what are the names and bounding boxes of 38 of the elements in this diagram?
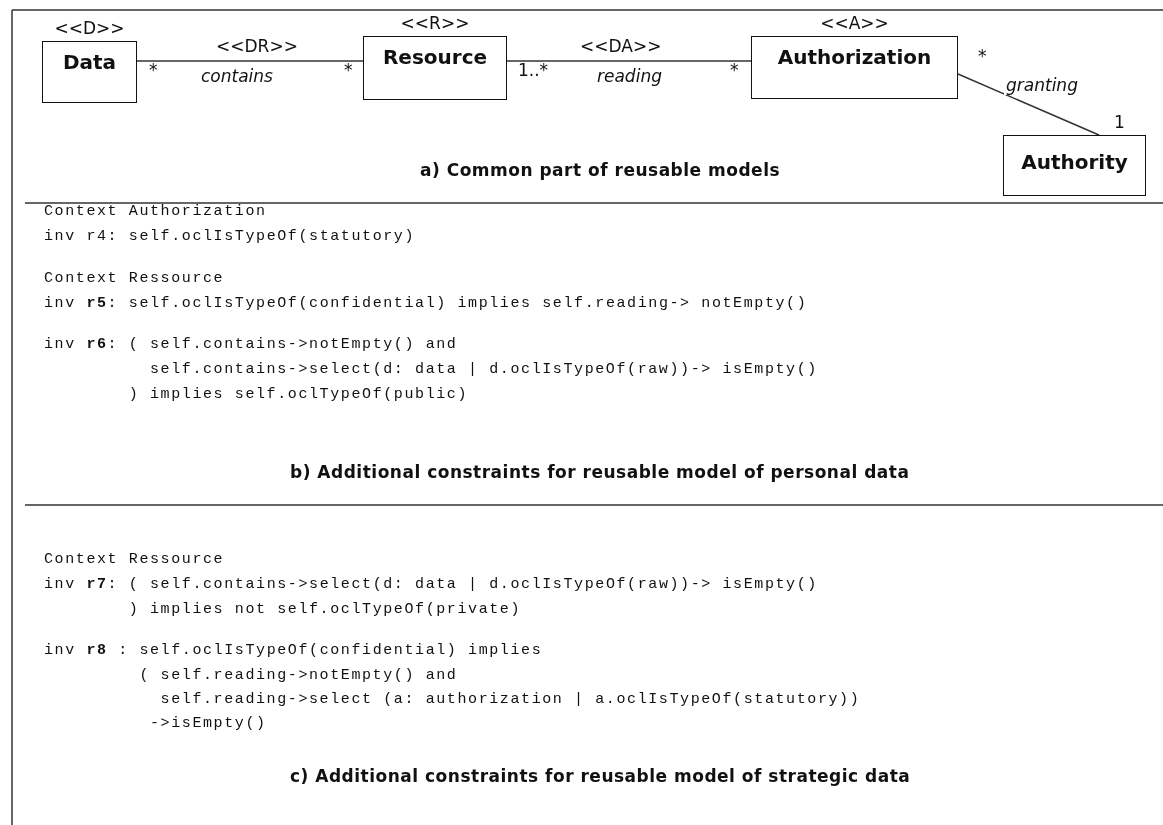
code-line: inv r6: ( self.contains->notEmpty() and	[44, 335, 458, 355]
multiplicity-label: *	[344, 60, 353, 80]
section-caption: a) Common part of reusable models	[420, 160, 781, 180]
code-line: self.reading->select (a: authorization | a.oclIsTypeOf(statutory))	[160, 690, 861, 710]
code-line: inv r7: ( self.contains->select(d: data | d.oclIsTypeOf(raw))-> isEmpty()	[44, 575, 818, 595]
code-line: ) implies self.oclTypeOf(public)	[128, 385, 469, 405]
code-line: ( self.reading->notEmpty() and	[139, 666, 458, 686]
stereotype-label: <<R>>	[399, 13, 471, 33]
code-line: Context Ressource	[44, 550, 225, 570]
class-name: Data	[61, 50, 118, 74]
stereotype-label: <<DR>>	[216, 36, 298, 56]
stereotype-label: <<D>>	[53, 18, 126, 38]
stereotype-label: <<A>>	[819, 13, 890, 33]
edge-label: reading	[595, 66, 664, 86]
code-line: self.contains->select(d: data | d.oclIsTypeOf(raw))-> isEmpty()	[150, 360, 818, 380]
stereotype-label: <<DA>>	[580, 36, 662, 56]
association-line	[136, 60, 364, 62]
multiplicity-label: *	[978, 46, 987, 66]
code-line: inv r4: self.oclIsTypeOf(statutory)	[44, 227, 416, 247]
association-line	[957, 73, 1100, 136]
section-caption: b) Additional constraints for reusable model of personal data	[290, 462, 910, 482]
code-line: Context Ressource	[44, 269, 225, 289]
class-name: Authorization	[776, 45, 933, 69]
class-name: Authority	[1020, 150, 1129, 174]
association-line	[506, 60, 752, 62]
code-line: Context Authorization	[44, 202, 267, 222]
multiplicity-label: 1..*	[518, 60, 549, 80]
multiplicity-label: *	[730, 60, 739, 80]
class-box	[1003, 135, 1146, 196]
code-line: inv r5: self.oclIsTypeOf(confidential) implies self.reading-> notEmpty()	[44, 294, 808, 314]
code-line: ) implies not self.oclTypeOf(private)	[128, 600, 522, 620]
code-line: inv r8 : self.oclIsTypeOf(confidential) implies	[44, 641, 543, 661]
code-line: ->isEmpty()	[150, 714, 267, 734]
class-name: Resource	[381, 45, 489, 69]
section-caption: c) Additional constraints for reusable model of strategic data	[290, 766, 911, 786]
multiplicity-label: *	[149, 60, 158, 80]
edge-label: granting	[1004, 75, 1080, 95]
multiplicity-label: 1	[1114, 112, 1125, 132]
